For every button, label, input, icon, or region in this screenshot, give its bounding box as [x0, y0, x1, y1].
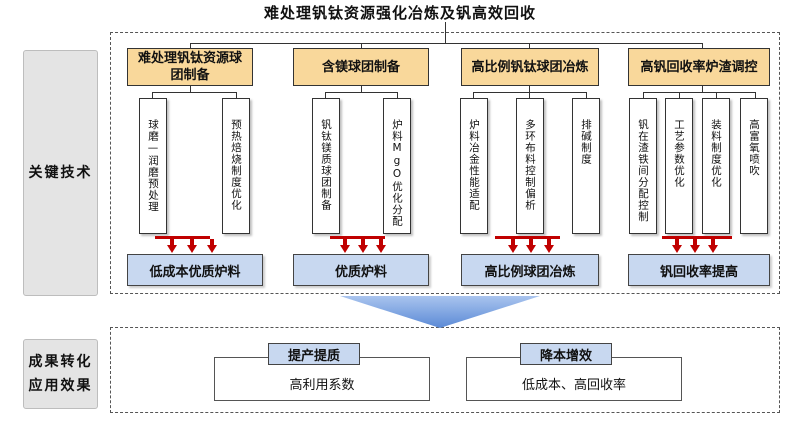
col1-sub-2: 预热焙烧制度优化 [222, 98, 250, 234]
result-tag-1-text: 提产提质 [287, 348, 340, 364]
col4-red-arrow-3 [708, 239, 718, 253]
diagram-title: 难处理钒钛资源强化冶炼及钒高效回收 [263, 4, 536, 22]
col3-red-bar [495, 236, 560, 239]
col2-drop-b [397, 92, 398, 98]
col2-red-arrow-2 [358, 239, 368, 253]
col2-red-arrow-1 [340, 239, 350, 253]
col4-stem [702, 86, 703, 92]
result-2-text: 低成本、高回收率 [521, 377, 626, 393]
result-tag-1: 提产提质 [268, 343, 360, 365]
col4-sub-3-text: 装料制度优化 [710, 119, 722, 188]
col2-red-arrow-3 [376, 239, 386, 253]
header-drop-4 [702, 43, 703, 48]
outcome-3-text: 高比例球团冶炼 [484, 264, 576, 280]
col1-red-arrow-1 [167, 239, 177, 253]
col3-drop-c [586, 92, 587, 98]
column-header-1: 难处理钒钛资源球团制备 [127, 48, 253, 86]
col1-sub-2-text: 预热焙烧制度优化 [230, 119, 242, 211]
column-header-4: 高钒回收率炉渣调控 [628, 48, 770, 86]
col3-red-arrow-1 [508, 239, 518, 253]
col4-sub-1: 钒在渣铁间分配控制 [629, 98, 657, 234]
column-header-3-text: 高比例钒钛球团冶炼 [471, 59, 589, 75]
result-application-label: 成果转化 应用效果 [23, 339, 98, 409]
key-technology-container [110, 32, 780, 294]
header-drop-3 [529, 43, 530, 48]
column-header-4-text: 高钒回收率炉渣调控 [640, 59, 758, 75]
outcome-1: 低成本优质炉料 [127, 254, 263, 286]
col4-sub-2: 工艺参数优化 [665, 98, 693, 234]
col4-sub-2-text: 工艺参数优化 [673, 119, 685, 188]
column-header-2-text: 含镁球团制备 [321, 59, 400, 75]
col1-red-arrow-2 [187, 239, 197, 253]
col4-red-arrow-1 [672, 239, 682, 253]
col2-sub-1: 钒钛镁质球团制备 [312, 98, 340, 234]
col3-sub-2-text: 多环布料控制偏析 [524, 119, 536, 211]
col4-red-bar [662, 236, 732, 239]
col3-sub-3-text: 排碱制度 [580, 119, 592, 165]
col2-drop-a [325, 92, 326, 98]
col4-drop-d [755, 92, 756, 98]
col4-drop-c [716, 92, 717, 98]
col3-sub-3: 排碱制度 [572, 98, 600, 234]
col4-branch [643, 92, 755, 93]
col3-red-arrow-3 [544, 239, 554, 253]
col1-branch [152, 92, 236, 93]
outcome-2: 优质炉料 [293, 254, 429, 286]
col2-stem [361, 86, 362, 92]
col4-red-arrow-2 [690, 239, 700, 253]
column-header-3: 高比例钒钛球团冶炼 [461, 48, 599, 86]
outcome-2-text: 优质炉料 [334, 264, 387, 280]
col1-red-bar [155, 236, 210, 239]
col4-drop-a [643, 92, 644, 98]
col2-sub-2-text: 炉料MgO优化分配 [391, 119, 403, 227]
outcome-1-text: 低成本优质炉料 [149, 264, 241, 280]
col3-sub-2: 多环布料控制偏析 [516, 98, 544, 234]
col2-red-bar [330, 236, 385, 239]
result-1-text: 高利用系数 [289, 377, 355, 393]
result-label-line2: 应用效果 [28, 378, 93, 394]
col3-sub-1: 炉料冶金性能适配 [460, 98, 488, 234]
col1-sub-1-text: 球磨—润磨预处理 [147, 119, 159, 213]
col4-sub-3: 装料制度优化 [702, 98, 730, 234]
column-header-1-text: 难处理钒钛资源球团制备 [137, 51, 242, 83]
result-label-line1: 成果转化 [28, 354, 93, 370]
result-tag-2-text: 降本增效 [539, 348, 592, 364]
col4-sub-4: 高富氧喷吹 [740, 98, 768, 234]
header-bus-line [190, 43, 702, 44]
col3-drop-a [473, 92, 474, 98]
col1-drop-b [236, 92, 237, 98]
col3-sub-1-text: 炉料冶金性能适配 [468, 119, 480, 211]
col1-stem [190, 86, 191, 92]
col2-branch [325, 92, 397, 93]
header-drop-1 [190, 43, 191, 48]
col4-drop-b [679, 92, 680, 98]
col4-sub-1-text: 钒在渣铁间分配控制 [637, 119, 649, 223]
column-header-2: 含镁球团制备 [293, 48, 429, 86]
col1-drop-a [152, 92, 153, 98]
col3-stem [529, 86, 530, 92]
outcome-3: 高比例球团冶炼 [461, 254, 599, 286]
outcome-4-text: 钒回收率提高 [659, 264, 738, 280]
header-drop-2 [361, 43, 362, 48]
col2-sub-1-text: 钒钛镁质球团制备 [320, 119, 332, 211]
col1-red-arrow-3 [207, 239, 217, 253]
key-technology-label: 关键技术 [23, 50, 98, 296]
col4-sub-4-text: 高富氧喷吹 [748, 119, 760, 177]
outcome-4: 钒回收率提高 [628, 254, 770, 286]
result-tag-2: 降本增效 [520, 343, 612, 365]
col3-drop-b [529, 92, 530, 98]
col1-sub-1: 球磨—润磨预处理 [139, 98, 167, 234]
col3-red-arrow-2 [526, 239, 536, 253]
transition-arrow-icon [340, 296, 540, 328]
col2-sub-2: 炉料MgO优化分配 [383, 98, 411, 234]
key-technology-text: 关键技术 [28, 165, 93, 181]
